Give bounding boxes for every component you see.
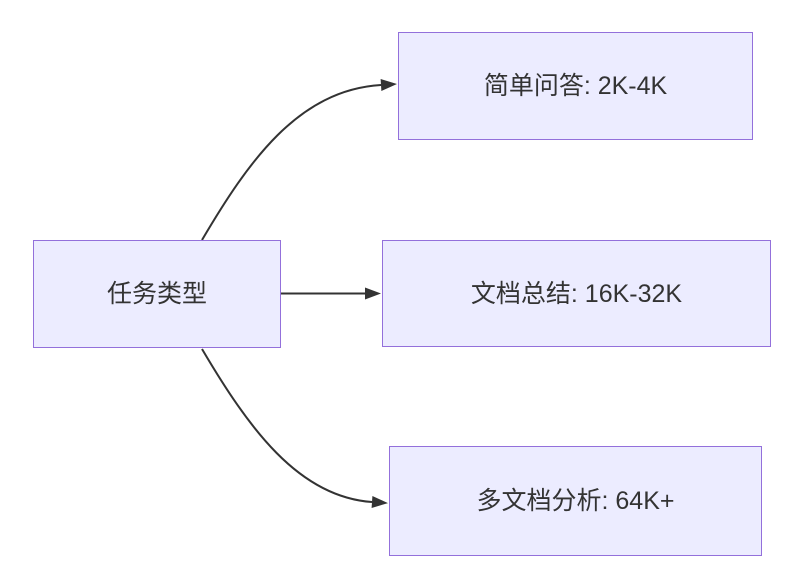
node-multi-doc: 多文档分析: 64K+ [389,446,762,556]
node-task-type-label: 任务类型 [106,280,207,308]
node-multi-doc-label: 多文档分析: 64K+ [476,487,675,515]
node-doc-summary: 文档总结: 16K-32K [382,240,771,347]
node-simple-qa: 简单问答: 2K-4K [398,32,753,140]
node-task-type: 任务类型 [33,240,281,348]
edge-root-to-simple-qa [201,79,397,241]
node-simple-qa-label: 简单问答: 2K-4K [483,72,668,100]
node-doc-summary-label: 文档总结: 16K-32K [470,279,683,308]
edge-root-to-multi-doc [201,348,388,508]
